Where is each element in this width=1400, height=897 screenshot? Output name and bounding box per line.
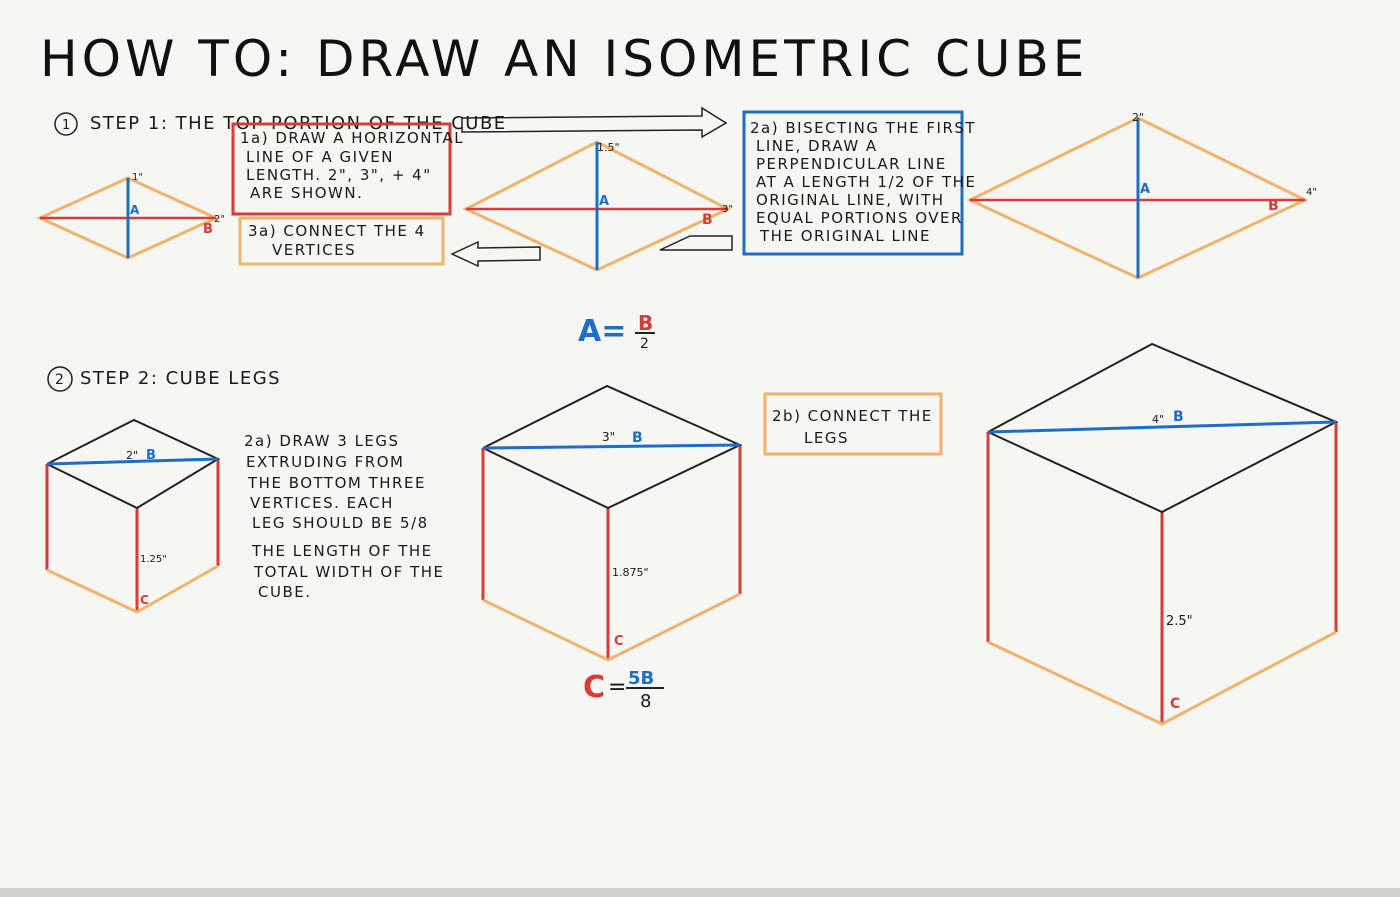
note-3a-line-2: VERTICES [272,241,356,259]
note-2b-line-2: LEGS [804,429,849,447]
note-2a-line-2: LINE, DRAW A [756,137,878,155]
note-2b-line-1: 2b) CONNECT THE [772,407,933,425]
step2-note-2a-line-2: EXTRUDING FROM [246,453,404,471]
cube-4in-b: B [1173,409,1184,425]
formula-c-lhs: C [583,670,605,705]
note-2a-line-7: THE ORIGINAL LINE [759,227,931,245]
diamond-3in-a: A [599,194,609,209]
step1-marker-circle [54,112,78,136]
step2-marker-circle [47,366,73,392]
step2-note-2a-line-5: LEG SHOULD BE 5/8 [252,514,429,532]
formula-a: A= B 2 [578,311,655,352]
cube-3in: 3" B 1.875" C [481,384,743,662]
cube-2in: 2" B 1.25" C [45,418,221,614]
cube-2in-c: C [140,593,149,607]
note-2a-line-4: AT A LENGTH 1/2 OF THE [756,173,976,191]
cube-4in: 4" B 2.5" C [986,342,1339,726]
cube-3in-c: C [614,634,624,649]
cube-2in-leg-label: 1.25" [140,554,167,565]
cube-3in-width-label: 3" [602,430,615,444]
note-2a-line-5: ORIGINAL LINE, WITH [756,191,945,209]
arrow-right-icon [461,106,728,139]
diamond-2in-horiz-label: 2" [214,214,225,225]
cube-2in-b: B [146,448,156,463]
note-1a-box [231,122,452,216]
diamond-4in-a: A [1140,182,1150,197]
formula-c-denominator: 8 [640,691,651,712]
step2-note-2a-line-1: 2a) DRAW 3 LEGS [244,432,400,450]
diamond-2in-a: A [130,203,140,217]
cube-4in-bottom [987,630,1337,726]
arrow-stub-icon [659,235,733,251]
cube-2in-width-label: 2" [126,449,138,462]
diamond-3in: A B 1.5" 3" [462,140,733,272]
cube-2in-width-line [46,457,219,466]
step2-heading: STEP 2: CUBE LEGS [80,368,281,389]
formula-c-eq: = [608,675,626,700]
cube-3in-width-line [482,443,741,450]
step2-note-2a-line-8: CUBE. [258,583,312,601]
cube-3in-b: B [632,430,643,446]
cube-4in-leg-label: 2.5" [1166,614,1193,629]
cube-2in-bottom [46,564,219,614]
diamond-4in-vert-label: 2" [1132,111,1144,124]
formula-a-numerator: B [638,311,653,335]
note-3a-box [238,216,445,266]
note-2a-line-6: EQUAL PORTIONS OVER [756,209,963,227]
board-edge [0,888,1400,897]
step1-marker: 1 [62,118,70,133]
cube-4in-width-line [987,420,1337,434]
page-title: HOW TO: DRAW AN ISOMETRIC CUBE [40,30,1088,88]
note-2b-box [763,392,943,456]
step2-marker: 2 [55,372,64,388]
diamond-4in-horiz-label: 4" [1306,187,1317,198]
step2-note-2a-line-3: THE BOTTOM THREE [247,474,426,492]
step2-note-2a-line-4: VERTICES. EACH [250,494,394,512]
note-1a-line-1: 1a) DRAW A HORIZONTAL [240,129,464,147]
note-1a-line-2: LINE OF A GIVEN [246,148,394,166]
note-2a-line-1: 2a) BISECTING THE FIRST [750,119,976,137]
diamond-2in: A B 1" 2" [36,172,225,260]
formula-a-lhs: A= [578,314,626,349]
formula-a-denominator: 2 [640,336,649,352]
diamond-4in: A B 2" 4" [966,111,1317,280]
note-1a-line-3: LENGTH. 2", 3", + 4" [246,166,432,184]
diamond-2in-b: B [203,222,213,237]
note-2a-box [742,110,964,256]
cube-4in-width-label: 4" [1152,413,1164,426]
note-2a-line-3: PERPENDICULAR LINE [756,155,947,173]
cube-3in-bottom [482,592,741,662]
diamond-3in-vert-label: 1.5" [597,141,620,154]
step2-note-2a-line-6: THE LENGTH OF THE [251,542,433,560]
diamond-2in-vert-label: 1" [132,172,143,183]
diamond-3in-horiz-label: 3" [722,204,733,215]
arrow-left-icon [450,240,541,268]
note-3a-line-1: 3a) CONNECT THE 4 [248,222,426,240]
diamond-4in-b: B [1268,198,1279,214]
step2-note-2a-line-7: TOTAL WIDTH OF THE [253,563,445,581]
diamond-3in-b: B [702,212,713,228]
note-1a-line-4: ARE SHOWN. [250,184,363,202]
formula-c: C = 5B 8 [583,668,664,712]
cube-4in-c: C [1170,696,1180,712]
formula-c-numerator: 5B [628,668,654,689]
cube-3in-leg-label: 1.875" [612,566,649,579]
